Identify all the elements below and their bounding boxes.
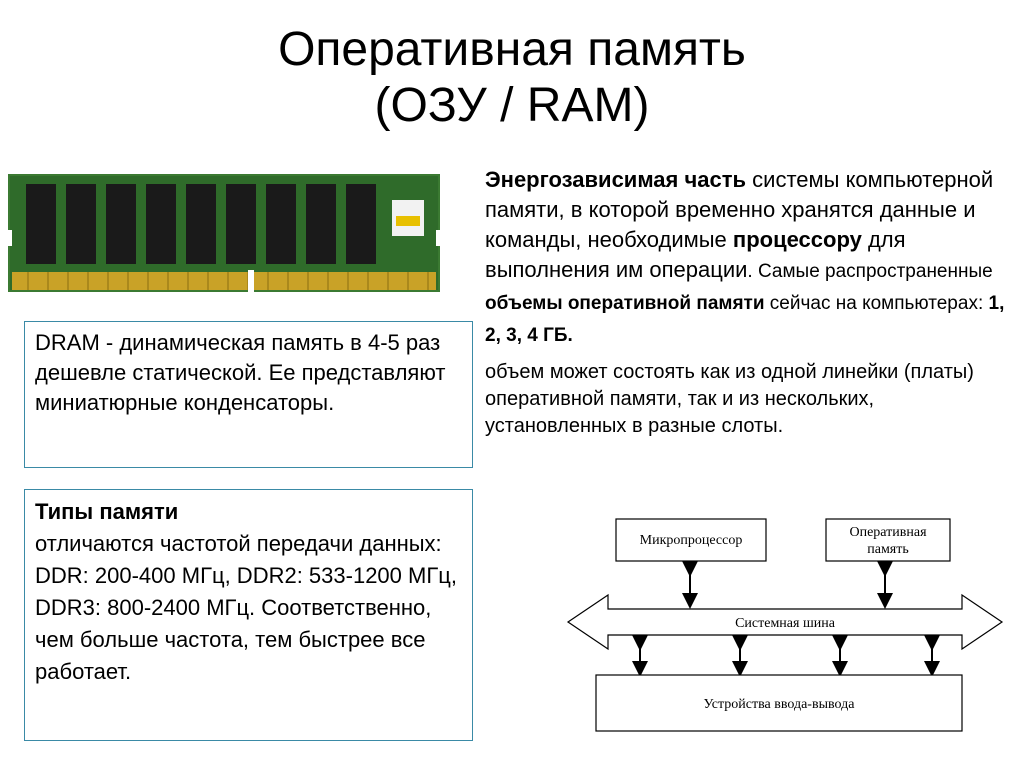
cpu-block: Микропроцессор (615, 518, 767, 562)
connector-arrows (632, 561, 940, 677)
dram-text: DRAM - динамическая память в 4-5 раз деш… (35, 330, 446, 415)
description-paragraph-1: Энергозависимая часть системы компьютерн… (485, 167, 1005, 346)
io-label: Устройства ввода-вывода (704, 697, 856, 712)
ram-block: Оперативная память (825, 518, 951, 562)
ram-label-line-2: память (867, 542, 909, 557)
page-title: Оперативная память (ОЗУ / RAM) (0, 22, 1024, 134)
ram-module-image (8, 174, 440, 294)
cpu-label: Микропроцессор (640, 533, 743, 548)
memory-types-heading: Типы памяти (35, 499, 179, 524)
notch (248, 270, 254, 294)
memory-types-text: отличаются частотой передачи данных: DDR… (35, 531, 457, 684)
term-processor: процессору (732, 227, 862, 252)
system-bus-arrow: Системная шина (566, 593, 1004, 651)
dram-info-box: DRAM - динамическая память в 4-5 раз деш… (24, 321, 473, 468)
term-volumes: объемы оперативной памяти (485, 293, 765, 314)
title-line-1: Оперативная память (278, 23, 746, 76)
term-volatile: Энергозависимая часть (485, 167, 747, 192)
io-block: Устройства ввода-вывода (595, 674, 963, 732)
system-bus-diagram: Микропроцессор Оперативная память Систем… (566, 518, 1004, 732)
title-line-2: (ОЗУ / RAM) (374, 79, 650, 132)
ram-description: Энергозависимая часть системы компьютерн… (485, 165, 1010, 440)
description-paragraph-2: объем может состоять как из одной линейк… (485, 361, 974, 437)
memory-chips (26, 184, 376, 264)
bus-label: Системная шина (735, 616, 836, 631)
ram-label-line-1: Оперативная (849, 525, 927, 540)
memory-types-box: Типы памяти отличаются частотой передачи… (24, 489, 473, 741)
gold-contacts (12, 272, 436, 290)
ram-sizes: 1, 2, 3, 4 ГБ. (485, 293, 1005, 346)
